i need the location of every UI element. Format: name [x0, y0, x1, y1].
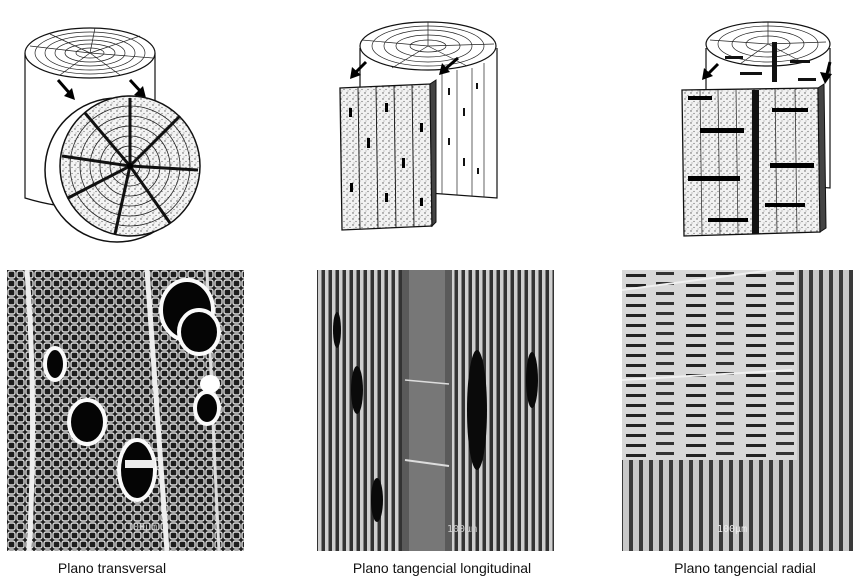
caption-tangencial-radial: Plano tangencial radial: [615, 560, 853, 576]
svg-text:100μm: 100μm: [447, 524, 477, 535]
svg-text:100μm: 100μm: [127, 522, 157, 533]
transversal-log-drawing: [20, 8, 230, 244]
tangencial-radial-micrograph: 100μm: [622, 270, 853, 551]
caption-tangencial-longitudinal: Plano tangencial longitudinal: [312, 560, 572, 576]
tangencial-radial-log-drawing: [630, 8, 840, 244]
transversal-micrograph: 100μm: [7, 270, 244, 551]
tangencial-longitudinal-micrograph: 100μm: [317, 270, 554, 551]
tangencial-longitudinal-log-drawing: [322, 8, 532, 244]
caption-transversal: Plano transversal: [0, 560, 242, 576]
svg-text:100μm: 100μm: [717, 524, 747, 535]
